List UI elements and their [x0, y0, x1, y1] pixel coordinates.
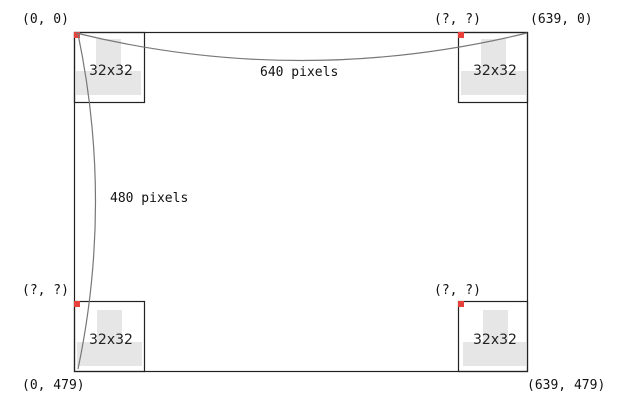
label-bottom-right-coord: (639, 479) [527, 378, 606, 393]
label-bottom-left-coord: (0, 479) [22, 378, 85, 393]
tile-top-right [457, 31, 529, 104]
screen-rectangle [73, 31, 529, 373]
width-arc [75, 32, 528, 62]
label-bottom-left-unknown-coord: (?, ?) [22, 283, 69, 298]
tile-top-left-label: 32x32 [89, 63, 133, 79]
tile-frame [457, 300, 529, 373]
origin-marker [458, 301, 464, 307]
tile-sprite-shape [461, 71, 526, 95]
label-top-right-coord: (639, 0) [530, 12, 593, 27]
tile-frame [73, 300, 146, 373]
label-top-left-coord: (0, 0) [22, 12, 69, 27]
tile-frame [457, 31, 529, 104]
label-bottom-right-unknown-coord: (?, ?) [434, 283, 481, 298]
height-arc [77, 33, 97, 370]
origin-marker [458, 32, 464, 38]
origin-marker [74, 301, 80, 307]
origin-marker [74, 32, 80, 38]
label-width-pixels: 640 pixels [260, 65, 339, 80]
tile-bottom-right-label: 32x32 [473, 332, 517, 348]
label-top-right-unknown-coord: (?, ?) [434, 12, 481, 27]
label-height-pixels: 480 pixels [110, 191, 189, 206]
tile-sprite-shape [463, 342, 526, 366]
tile-bottom-right [457, 300, 529, 373]
tile-top-right-label: 32x32 [473, 63, 517, 79]
tile-sprite-shape [77, 342, 142, 366]
tile-bottom-left [73, 300, 146, 373]
tile-frame [73, 31, 146, 104]
tile-top-left [73, 31, 146, 104]
tile-bottom-left-label: 32x32 [89, 332, 133, 348]
